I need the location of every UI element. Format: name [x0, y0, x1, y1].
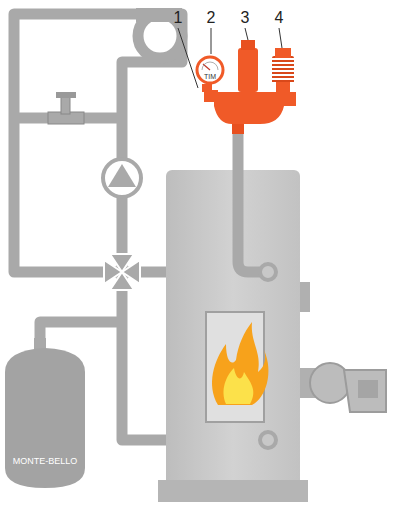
gauge-label: TIM [204, 73, 216, 80]
bypass-valve [48, 92, 84, 124]
leader-line [178, 28, 198, 88]
callout-number: 2 [207, 9, 216, 27]
gauge-dial [195, 55, 225, 85]
tank-pipe [40, 322, 122, 350]
mixing-valve [104, 254, 140, 290]
leader-line [245, 28, 248, 40]
boiler [158, 130, 310, 502]
callout-number: 1 [174, 9, 183, 27]
flame [212, 322, 268, 405]
leader-lines [178, 28, 282, 88]
safety-group [202, 40, 296, 134]
heating-loop-pipe [14, 14, 182, 272]
leader-line [211, 28, 212, 54]
expansion-tank: MONTE-BELLO [5, 346, 85, 490]
circulation-pump [103, 159, 141, 197]
pressure-gauge: TIM [195, 55, 225, 85]
brand-label: MONTE-BELLO [13, 456, 78, 466]
callout-number: 3 [241, 9, 250, 27]
callout-number: 4 [275, 9, 284, 27]
leader-line [279, 28, 282, 48]
burner-fan [300, 363, 386, 412]
tank-body [5, 346, 85, 490]
